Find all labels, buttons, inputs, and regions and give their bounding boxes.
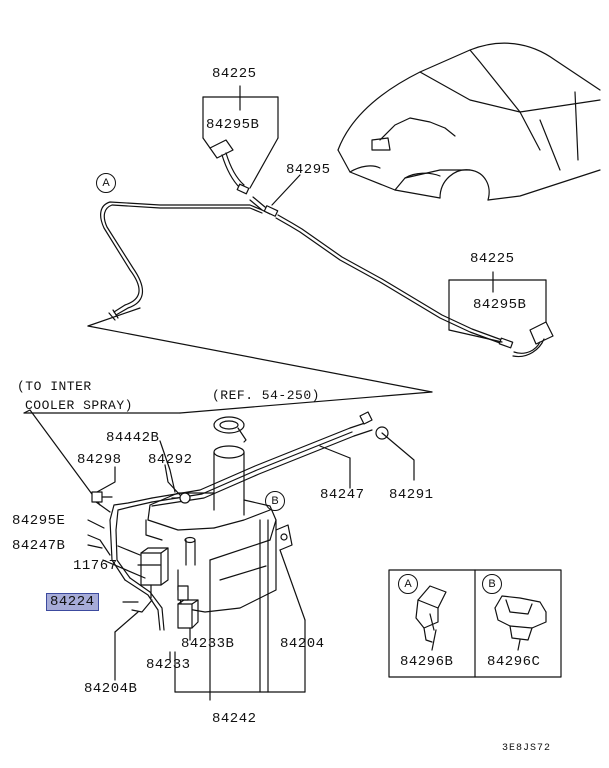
note-to-inter-line2: COOLER SPRAY) <box>25 398 133 413</box>
label-84242: 84242 <box>212 711 257 727</box>
car-outline <box>337 42 601 201</box>
label-84292: 84292 <box>148 452 193 468</box>
top-leaders <box>202 85 301 206</box>
note-to-inter-line1: (TO INTER <box>17 379 92 394</box>
label-84225-right: 84225 <box>470 251 515 267</box>
label-84204: 84204 <box>280 636 325 652</box>
label-84247b: 84247B <box>12 538 66 554</box>
label-84204b: 84204B <box>84 681 138 697</box>
clip-detail-box <box>388 569 562 678</box>
tank-leaders <box>87 440 351 701</box>
clip-b <box>494 595 547 651</box>
callout-b-tank: B <box>265 491 285 511</box>
clip-a <box>415 585 447 651</box>
label-84295: 84295 <box>286 162 331 178</box>
right-leaders <box>448 271 547 343</box>
washer-tank <box>140 416 293 629</box>
callout-a-detail: A <box>398 574 418 594</box>
label-84296b: 84296B <box>400 654 454 670</box>
main-hose <box>249 196 514 349</box>
label-84296c: 84296C <box>487 654 541 670</box>
hose-a <box>100 201 263 321</box>
top-nozzle <box>209 139 250 195</box>
label-84298: 84298 <box>77 452 122 468</box>
perspective-lines <box>23 307 433 506</box>
label-84295b-top: 84295B <box>206 117 260 133</box>
callout-b-detail: B <box>482 574 502 594</box>
label-84442b: 84442B <box>106 430 160 446</box>
tank-hoses <box>87 411 373 631</box>
label-84233b: 84233B <box>181 636 235 652</box>
label-84247: 84247 <box>320 487 365 503</box>
label-84225-top: 84225 <box>212 66 257 82</box>
note-ref: (REF. 54-250) <box>212 388 320 403</box>
label-84233: 84233 <box>146 657 191 673</box>
label-84295e: 84295E <box>12 513 66 529</box>
label-84291: 84291 <box>389 487 434 503</box>
grommet <box>375 426 415 481</box>
label-11767: 11767 <box>73 558 118 574</box>
label-84224-highlighted: 84224 <box>46 593 99 611</box>
figure-code: 3E8JS72 <box>502 743 552 754</box>
callout-a-hose: A <box>96 173 116 193</box>
label-84295b-right: 84295B <box>473 297 527 313</box>
right-nozzle <box>512 321 554 358</box>
